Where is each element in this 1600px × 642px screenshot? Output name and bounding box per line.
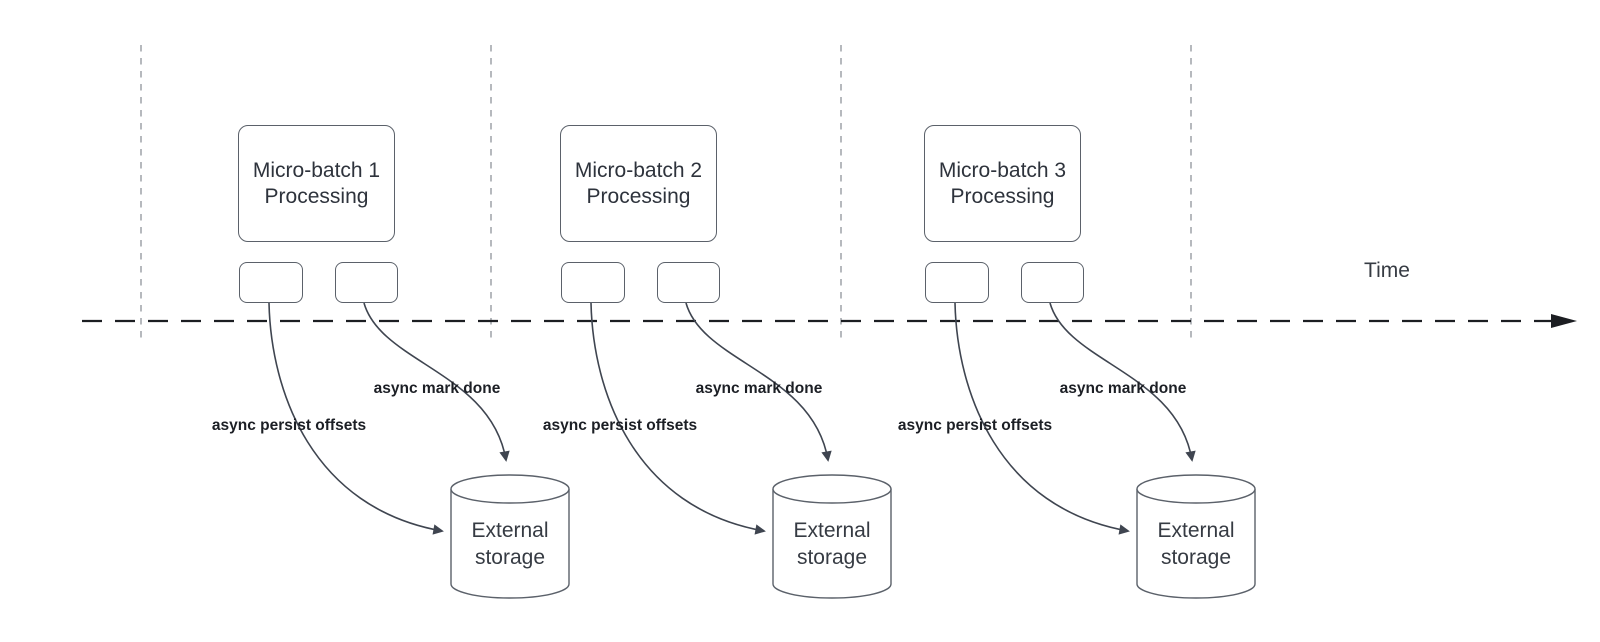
mark-done-task-box bbox=[657, 262, 720, 303]
persist-offsets-task-box bbox=[561, 262, 625, 303]
mark-done-arrow bbox=[685, 302, 832, 462]
mark-done-task-box bbox=[1021, 262, 1084, 303]
external-storage-cylinder-body bbox=[1136, 489, 1256, 599]
async-mark-done-label: async mark done bbox=[373, 380, 501, 397]
mark-done-arrow bbox=[363, 302, 510, 462]
persist-offsets-task-box bbox=[239, 262, 303, 303]
external-storage-cylinder-top bbox=[1136, 474, 1256, 504]
micro-batch-1-processing-box: Micro-batch 1 Processing bbox=[238, 125, 395, 242]
async-persist-offsets-label: async persist offsets bbox=[542, 417, 698, 434]
micro-batch-box-label: Micro-batch 2 Processing bbox=[574, 158, 703, 208]
external-storage-label: External storage bbox=[793, 519, 871, 569]
external-storage-label: External storage bbox=[471, 519, 549, 569]
async-persist-offsets-label: async persist offsets bbox=[211, 417, 367, 434]
external-storage-cylinder-top bbox=[772, 474, 892, 504]
async-mark-done-label: async mark done bbox=[1059, 380, 1187, 397]
persist-offsets-task-box bbox=[925, 262, 989, 303]
external-storage-cylinder-top bbox=[450, 474, 570, 504]
external-storage-cylinder-body bbox=[450, 489, 570, 599]
micro-batch-3-processing-box: Micro-batch 3 Processing bbox=[924, 125, 1081, 242]
time-axis-arrowhead-icon bbox=[1551, 314, 1577, 328]
micro-batch-box-label: Micro-batch 3 Processing bbox=[938, 158, 1067, 208]
persist-offsets-arrow bbox=[590, 302, 766, 535]
persist-offsets-arrow bbox=[954, 302, 1130, 535]
async-persist-offsets-label: async persist offsets bbox=[897, 417, 1053, 434]
async-mark-done-label: async mark done bbox=[695, 380, 823, 397]
mark-done-task-box bbox=[335, 262, 398, 303]
mark-done-arrow bbox=[1049, 302, 1196, 462]
persist-offsets-arrow bbox=[268, 302, 444, 535]
micro-batch-box-label: Micro-batch 1 Processing bbox=[252, 158, 381, 208]
external-storage-label: External storage bbox=[1157, 519, 1235, 569]
micro-batch-2-processing-box: Micro-batch 2 Processing bbox=[560, 125, 717, 242]
time-axis-label: Time bbox=[1364, 259, 1410, 282]
external-storage-cylinder-body bbox=[772, 489, 892, 599]
